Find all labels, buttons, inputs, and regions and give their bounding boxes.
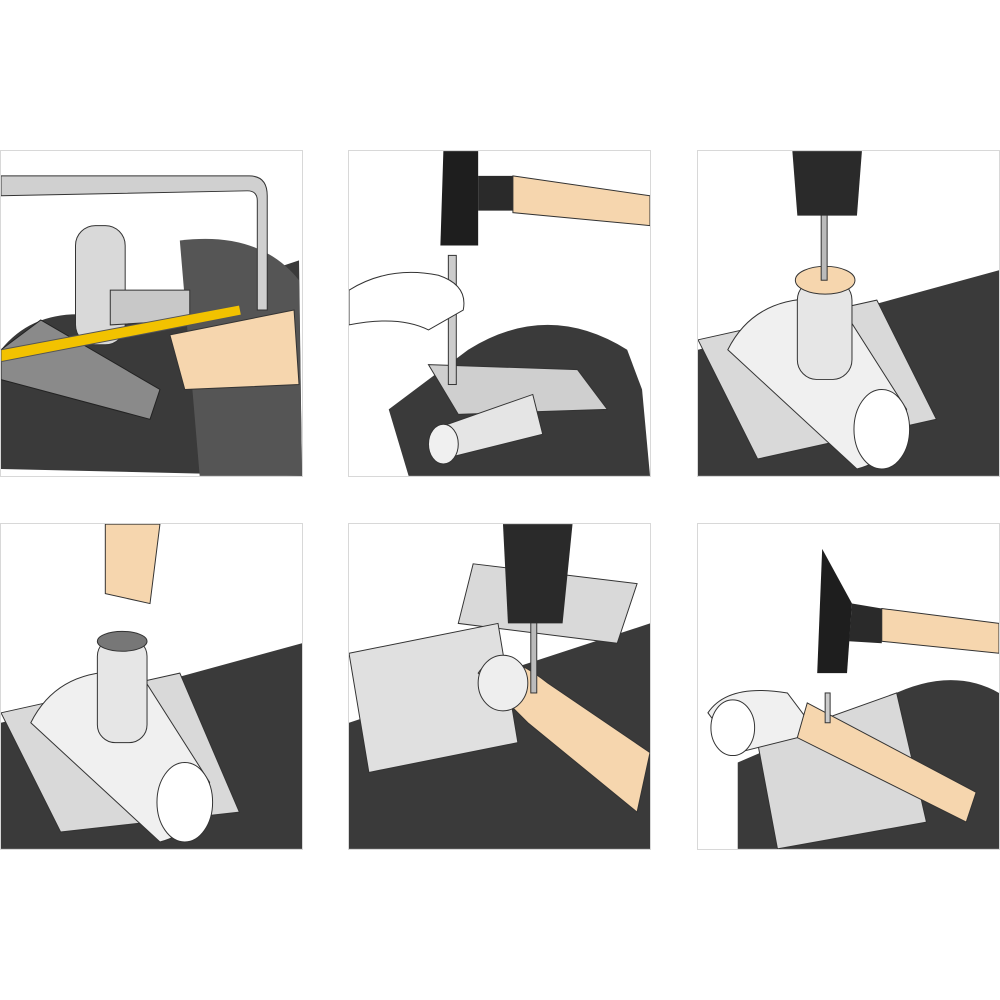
hammer-handle-icon: [1, 524, 302, 849]
step-5-drill-head-panel: [348, 523, 651, 850]
step-3-drill-handle-panel: [697, 150, 1000, 477]
hacksaw-icon: [1, 175, 302, 476]
hammer-icon: [707, 548, 999, 849]
step-1-saw-panel: [0, 150, 303, 477]
drill-icon: [349, 524, 650, 849]
drill-icon: [698, 151, 999, 476]
step-2-punch-panel: [348, 150, 651, 477]
hammer-icon: [349, 151, 650, 476]
step-6-pin-panel: [697, 523, 1000, 850]
step-4-insert-handle-panel: [0, 523, 303, 850]
